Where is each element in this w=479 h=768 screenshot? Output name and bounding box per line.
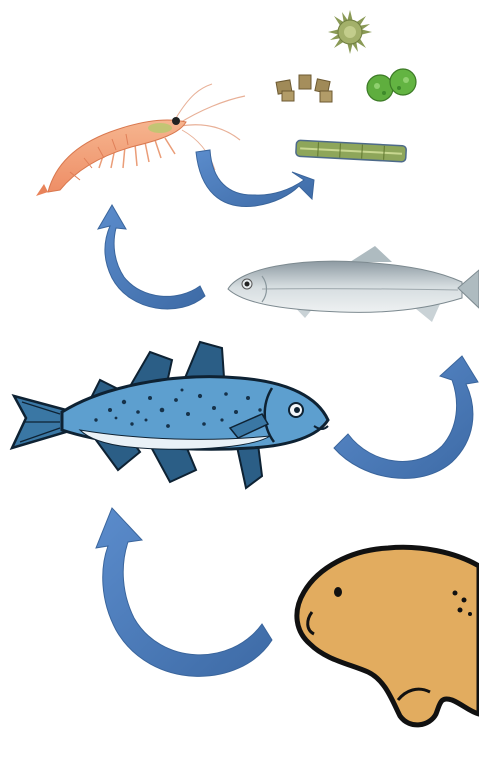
arrow-cod-to-seal [96,508,272,676]
diatom-chain-icon [276,75,332,102]
capelin-icon [228,246,479,322]
filament-alga-icon [296,140,407,162]
cod-icon [12,342,328,488]
seal-icon [297,547,479,725]
arrow-krill-to-small-fish [98,205,205,309]
green-algae-icon [367,69,416,101]
arrow-small-fish-to-cod [334,356,478,478]
phytoplankton-group [276,10,416,162]
radiolarian-icon [328,10,372,54]
arrow-phytoplankton-to-krill [196,150,314,207]
